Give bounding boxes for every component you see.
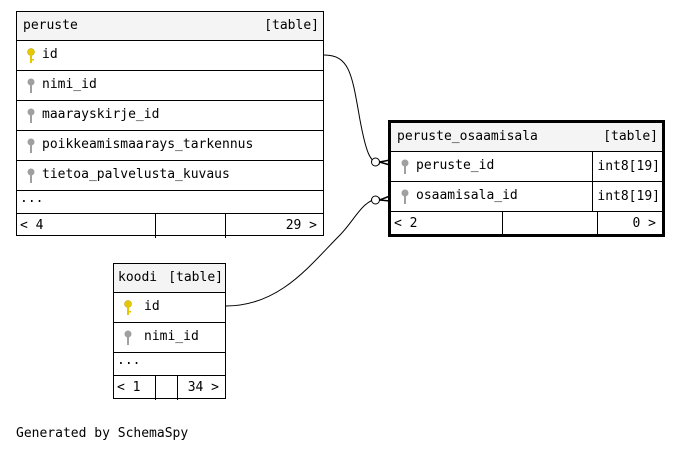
column-row[interactable]: id bbox=[114, 293, 225, 323]
column-row[interactable]: peruste_id int8[19] bbox=[391, 152, 662, 182]
edge-koodi-to-peruste-osaamisala bbox=[225, 197, 381, 307]
more-columns: ... bbox=[17, 191, 323, 214]
primary-key-icon bbox=[124, 300, 132, 315]
column-name: maarayskirje_id bbox=[42, 107, 160, 122]
column-name: id bbox=[42, 47, 58, 62]
children-count-link[interactable]: 0 > bbox=[632, 216, 656, 231]
column-row[interactable]: maarayskirje_id bbox=[17, 101, 323, 131]
foreign-key-icon bbox=[401, 189, 409, 204]
column-name: nimi_id bbox=[144, 329, 199, 344]
column-row[interactable]: nimi_id bbox=[114, 323, 225, 353]
table-header[interactable]: peruste [table] bbox=[17, 12, 323, 41]
column-row[interactable]: tietoa_palvelusta_kuvaus bbox=[17, 161, 323, 191]
parents-count-link[interactable]: < 2 bbox=[394, 216, 418, 231]
footer-spacer bbox=[155, 214, 226, 238]
footer-spacer bbox=[502, 212, 598, 236]
key-icon bbox=[27, 138, 35, 153]
footer-spacer bbox=[155, 376, 178, 400]
table-header[interactable]: peruste_osaamisala [table] bbox=[391, 123, 662, 152]
table-type-tag: [table] bbox=[264, 18, 319, 33]
edge-peruste-to-peruste-osaamisala bbox=[323, 54, 381, 165]
table-name: peruste_osaamisala bbox=[397, 129, 538, 144]
parents-count-link[interactable]: < 4 bbox=[20, 218, 44, 233]
table-footer: < 4 29 > bbox=[17, 214, 323, 238]
generated-by-footer: Generated by SchemaSpy bbox=[16, 426, 189, 441]
table-footer: < 1 34 > bbox=[114, 376, 225, 400]
column-name: id bbox=[144, 299, 160, 314]
column-name: tietoa_palvelusta_kuvaus bbox=[42, 167, 230, 182]
column-type: int8[19] bbox=[592, 182, 662, 211]
table-peruste[interactable]: peruste [table] id nimi_id maarayskirje_… bbox=[16, 11, 324, 238]
more-columns: ... bbox=[114, 353, 225, 376]
parents-count-link[interactable]: < 1 bbox=[117, 380, 141, 395]
table-footer: < 2 0 > bbox=[391, 212, 662, 236]
column-row[interactable]: poikkeamismaarays_tarkennus bbox=[17, 131, 323, 161]
table-koodi[interactable]: koodi [table] id nimi_id ... < 1 34 > bbox=[113, 263, 226, 400]
table-type-tag: [table] bbox=[168, 270, 223, 285]
table-peruste-osaamisala[interactable]: peruste_osaamisala [table] peruste_id in… bbox=[388, 120, 665, 237]
key-icon bbox=[124, 330, 132, 345]
table-name: koodi bbox=[118, 270, 158, 285]
foreign-key-icon bbox=[401, 159, 409, 174]
column-row[interactable]: id bbox=[17, 41, 323, 71]
children-count-link[interactable]: 34 > bbox=[187, 380, 219, 395]
column-name: nimi_id bbox=[42, 77, 97, 92]
column-row[interactable]: osaamisala_id int8[19] bbox=[391, 182, 662, 212]
key-icon bbox=[27, 168, 35, 183]
edge-end-circle-peruste-id bbox=[371, 157, 380, 167]
column-name: osaamisala_id bbox=[416, 188, 518, 203]
key-icon bbox=[27, 78, 35, 93]
table-header[interactable]: koodi [table] bbox=[114, 264, 225, 293]
table-name: peruste bbox=[23, 18, 78, 33]
column-name: peruste_id bbox=[416, 158, 495, 173]
children-count-link[interactable]: 29 > bbox=[285, 218, 317, 233]
table-type-tag: [table] bbox=[603, 129, 658, 144]
primary-key-icon bbox=[27, 48, 35, 63]
key-icon bbox=[27, 108, 35, 123]
column-row[interactable]: nimi_id bbox=[17, 71, 323, 101]
column-type: int8[19] bbox=[592, 152, 662, 181]
column-name: poikkeamismaarays_tarkennus bbox=[42, 137, 254, 152]
edge-end-circle-osaamisala-id bbox=[371, 195, 380, 205]
